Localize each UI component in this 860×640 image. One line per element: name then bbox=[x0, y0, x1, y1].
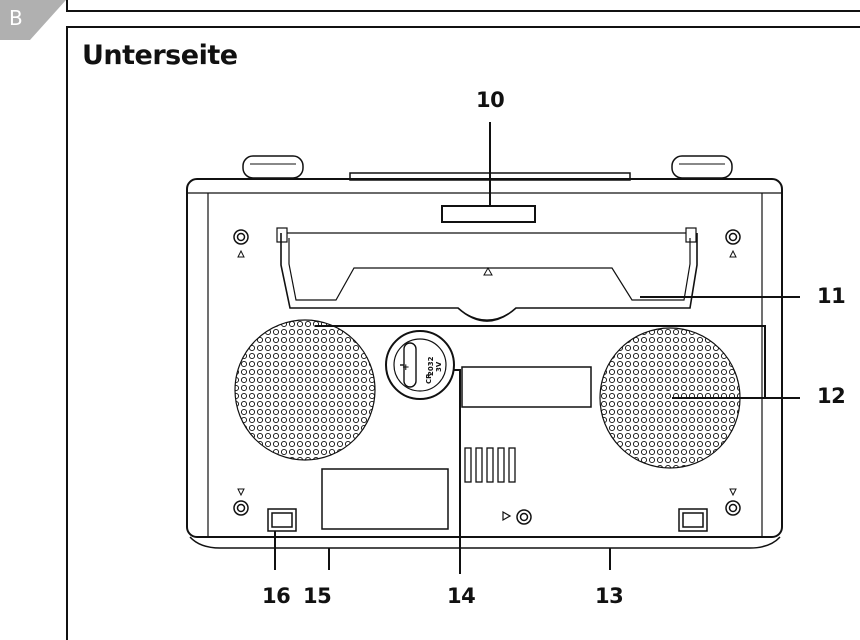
type-label-plate bbox=[321, 468, 449, 530]
right-foot bbox=[678, 508, 708, 532]
leader-lines bbox=[274, 122, 800, 574]
callout-14: 14 bbox=[447, 584, 476, 608]
battery-compartment bbox=[385, 330, 455, 400]
right-knob bbox=[671, 155, 733, 179]
battery-cr-text: CR bbox=[425, 373, 433, 384]
callout-15: 15 bbox=[303, 584, 332, 608]
reset-button bbox=[502, 509, 532, 525]
page-title: Unterseite bbox=[82, 40, 238, 71]
section-badge: B bbox=[0, 0, 66, 40]
battery-voltage-text: 3V bbox=[435, 361, 443, 372]
left-speaker-grille bbox=[234, 319, 376, 461]
rating-label-plate bbox=[461, 366, 592, 408]
screw-top-right bbox=[725, 229, 741, 245]
screw-top-left bbox=[233, 229, 249, 245]
vent-slots bbox=[464, 447, 516, 483]
left-foot-switch bbox=[267, 508, 297, 532]
content-frame bbox=[66, 26, 860, 640]
callout-13: 13 bbox=[595, 584, 624, 608]
device-body bbox=[186, 178, 783, 538]
screw-bottom-right bbox=[725, 500, 741, 516]
callout-11: 11 bbox=[817, 284, 846, 308]
screw-bottom-left bbox=[233, 500, 249, 516]
battery-plus-sign: + bbox=[402, 363, 410, 373]
fold-out-stand bbox=[276, 227, 698, 322]
callout-10: 10 bbox=[476, 88, 505, 112]
slot-cover-tab bbox=[441, 205, 536, 223]
callout-12: 12 bbox=[817, 384, 846, 408]
section-badge-letter: B bbox=[9, 6, 23, 30]
top-frame-border bbox=[66, 0, 860, 12]
callout-16: 16 bbox=[262, 584, 291, 608]
battery-type-text: 2032 bbox=[427, 356, 435, 376]
left-knob bbox=[242, 155, 304, 179]
